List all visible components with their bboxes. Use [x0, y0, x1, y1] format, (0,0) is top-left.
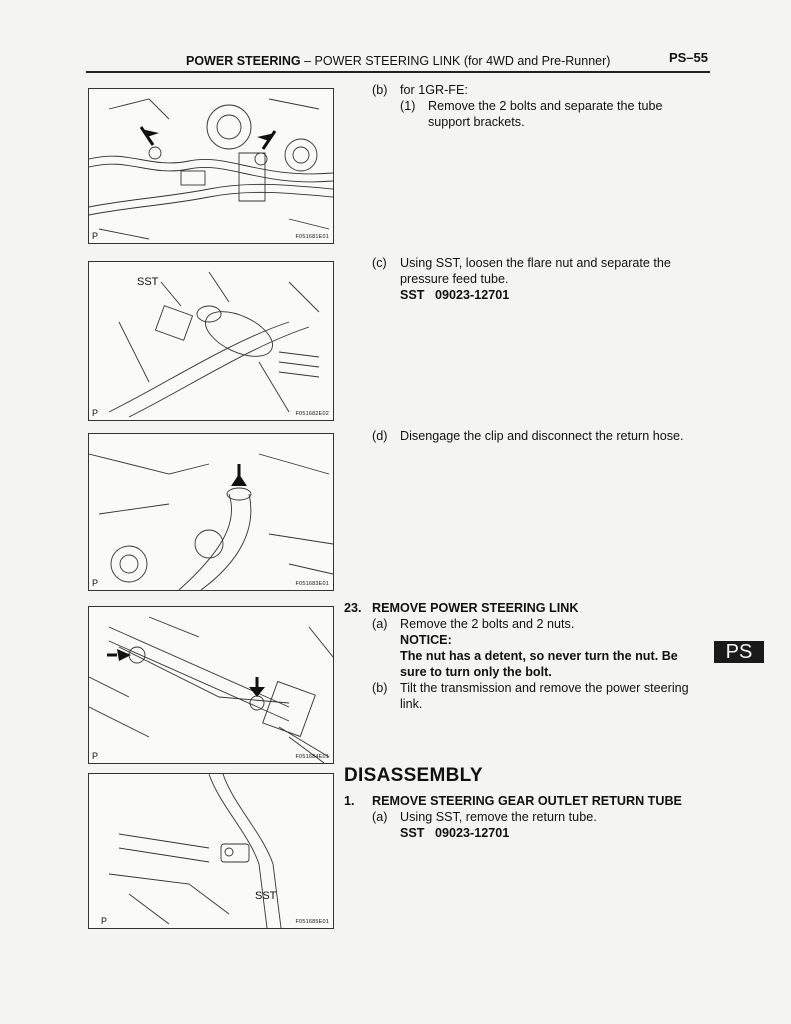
figure-1-illustration: [89, 98, 333, 240]
figure-5: SST P F051685E01: [88, 773, 334, 929]
step-23-b: (b) Tilt the transmission and remove the …: [372, 680, 689, 696]
figure-5-sst-callout: SST: [255, 890, 277, 902]
step-c-line1: Using SST, loosen the flare nut and sepa…: [400, 256, 671, 270]
page-header: POWER STEERING – POWER STEERING LINK (fo…: [86, 50, 710, 72]
step-c-sst: SST 09023-12701: [400, 288, 510, 302]
step-c-label: (c): [372, 256, 387, 270]
step-d-text: Disengage the clip and disconnect the re…: [400, 429, 684, 443]
step-23-number: 23.: [344, 601, 362, 615]
notice-line2: sure to turn only the bolt.: [400, 665, 552, 679]
page-number: PS–55: [668, 50, 708, 65]
figure-2-code: F051682E02: [295, 411, 329, 417]
step-23-a-label: (a): [372, 617, 388, 631]
header-rule: [86, 71, 710, 73]
notice-line1: The nut has a detent, so never turn the …: [400, 649, 678, 663]
header-title: POWER STEERING – POWER STEERING LINK (fo…: [186, 54, 610, 68]
notice-title: NOTICE:: [400, 633, 452, 647]
step-23-a-text: Remove the 2 bolts and 2 nuts.: [400, 617, 575, 631]
figure-2-illustration: [108, 271, 320, 418]
header-subtitle: POWER STEERING LINK (for 4WD and Pre-Run…: [314, 54, 611, 68]
figure-1-p-label: P: [92, 231, 99, 241]
step-23-b-line2: link.: [400, 697, 423, 711]
disassembly-step-a-text: Using SST, remove the return tube.: [400, 810, 597, 824]
step-d: (d) Disengage the clip and disconnect the…: [372, 428, 684, 444]
section-tab: PS: [714, 641, 764, 663]
figure-2-sst-callout: SST: [137, 276, 159, 288]
figure-3-code: F051683E01: [295, 581, 329, 587]
figure-3-p-label: P: [92, 578, 99, 588]
step-b-label: (b): [372, 83, 388, 97]
figure-1: P F051681E01: [88, 88, 334, 244]
step-c-line2: pressure feed tube.: [400, 272, 509, 286]
disassembly-step-a: (a) Using SST, remove the return tube.: [372, 809, 597, 825]
disassembly-step-1-number: 1.: [344, 794, 355, 808]
figure-4-code: F051684E01: [295, 754, 329, 760]
step-b: (b) for 1GR-FE:: [372, 82, 468, 98]
step-b-1-line1: Remove the 2 bolts and separate the tube: [428, 99, 663, 113]
figure-2: SST P F051682E02: [88, 261, 334, 421]
figure-5-code: F051685E01: [295, 919, 329, 925]
figure-4-illustration: [89, 616, 333, 763]
figure-4-p-label: P: [92, 751, 99, 761]
figure-5-p-label: P: [101, 916, 108, 926]
step-23-a: (a) Remove the 2 bolts and 2 nuts.: [372, 616, 574, 632]
header-section: POWER STEERING: [186, 54, 301, 68]
step-d-label: (d): [372, 429, 388, 443]
disassembly-step-a-label: (a): [372, 810, 388, 824]
step-23-title: REMOVE POWER STEERING LINK: [372, 601, 579, 615]
disassembly-step-1-title: REMOVE STEERING GEAR OUTLET RETURN TUBE: [372, 794, 682, 808]
figure-4: P F051684E01: [88, 606, 334, 764]
figure-1-code: F051681E01: [295, 234, 329, 240]
figure-2-p-label: P: [92, 408, 99, 418]
step-b-1-label: (1): [400, 99, 416, 113]
figure-3-illustration: [89, 453, 333, 590]
step-23-b-label: (b): [372, 681, 388, 695]
step-23-heading: 23. REMOVE POWER STEERING LINK: [344, 600, 578, 616]
step-b-text: for 1GR-FE:: [400, 83, 468, 97]
step-23-b-line1: Tilt the transmission and remove the pow…: [400, 681, 689, 695]
header-separator: –: [304, 54, 312, 68]
disassembly-step-1: 1. REMOVE STEERING GEAR OUTLET RETURN TUB…: [344, 793, 682, 809]
step-b-1: (1) Remove the 2 bolts and separate the t…: [400, 98, 663, 114]
figure-3: P F051683E01: [88, 433, 334, 591]
step-c: (c) Using SST, loosen the flare nut and s…: [372, 255, 671, 271]
disassembly-sst: SST 09023-12701: [400, 826, 510, 840]
step-b-1-line2: support brackets.: [428, 115, 525, 129]
figure-5-illustration: [108, 774, 282, 928]
disassembly-heading: DISASSEMBLY: [344, 765, 483, 786]
